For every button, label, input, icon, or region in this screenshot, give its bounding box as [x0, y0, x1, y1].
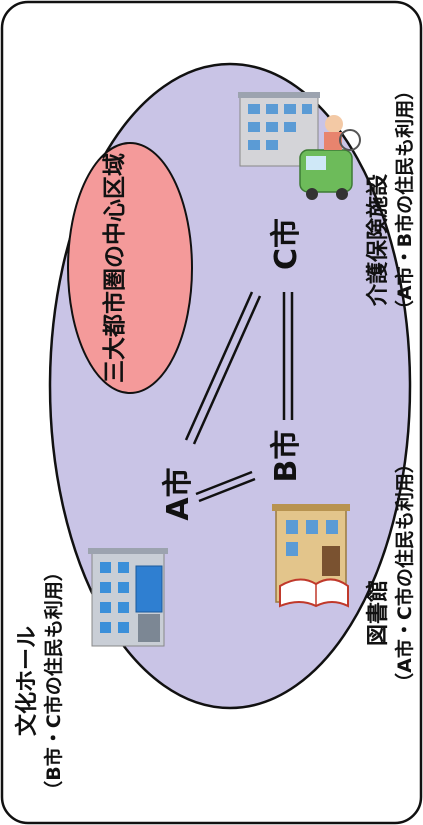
- central-area-ellipse: [67, 142, 193, 394]
- connection-a-c: [184, 291, 262, 445]
- central-area-label: 三大都市圏の中心区域: [101, 153, 128, 383]
- library-icon: [272, 504, 350, 608]
- care-facility-icon: [238, 92, 361, 200]
- culture-hall-icon: [88, 548, 168, 647]
- connection-b-c: [282, 292, 294, 420]
- city-a-label: A市: [161, 467, 196, 520]
- city-c-label: C市: [269, 218, 304, 270]
- city-b-label: B市: [269, 430, 304, 483]
- care-facility-users: （A市・B市の住民も利用）: [393, 81, 416, 319]
- connection-a-b: [195, 470, 256, 503]
- culture-hall-users: （B市・C市の住民も利用）: [42, 562, 65, 799]
- library-name: 図書館: [365, 580, 391, 646]
- care-facility-name: 介護保険施設: [365, 173, 391, 307]
- library-users: （A市・C市の住民も利用）: [393, 454, 416, 692]
- culture-hall-name: 文化ホール: [14, 626, 40, 736]
